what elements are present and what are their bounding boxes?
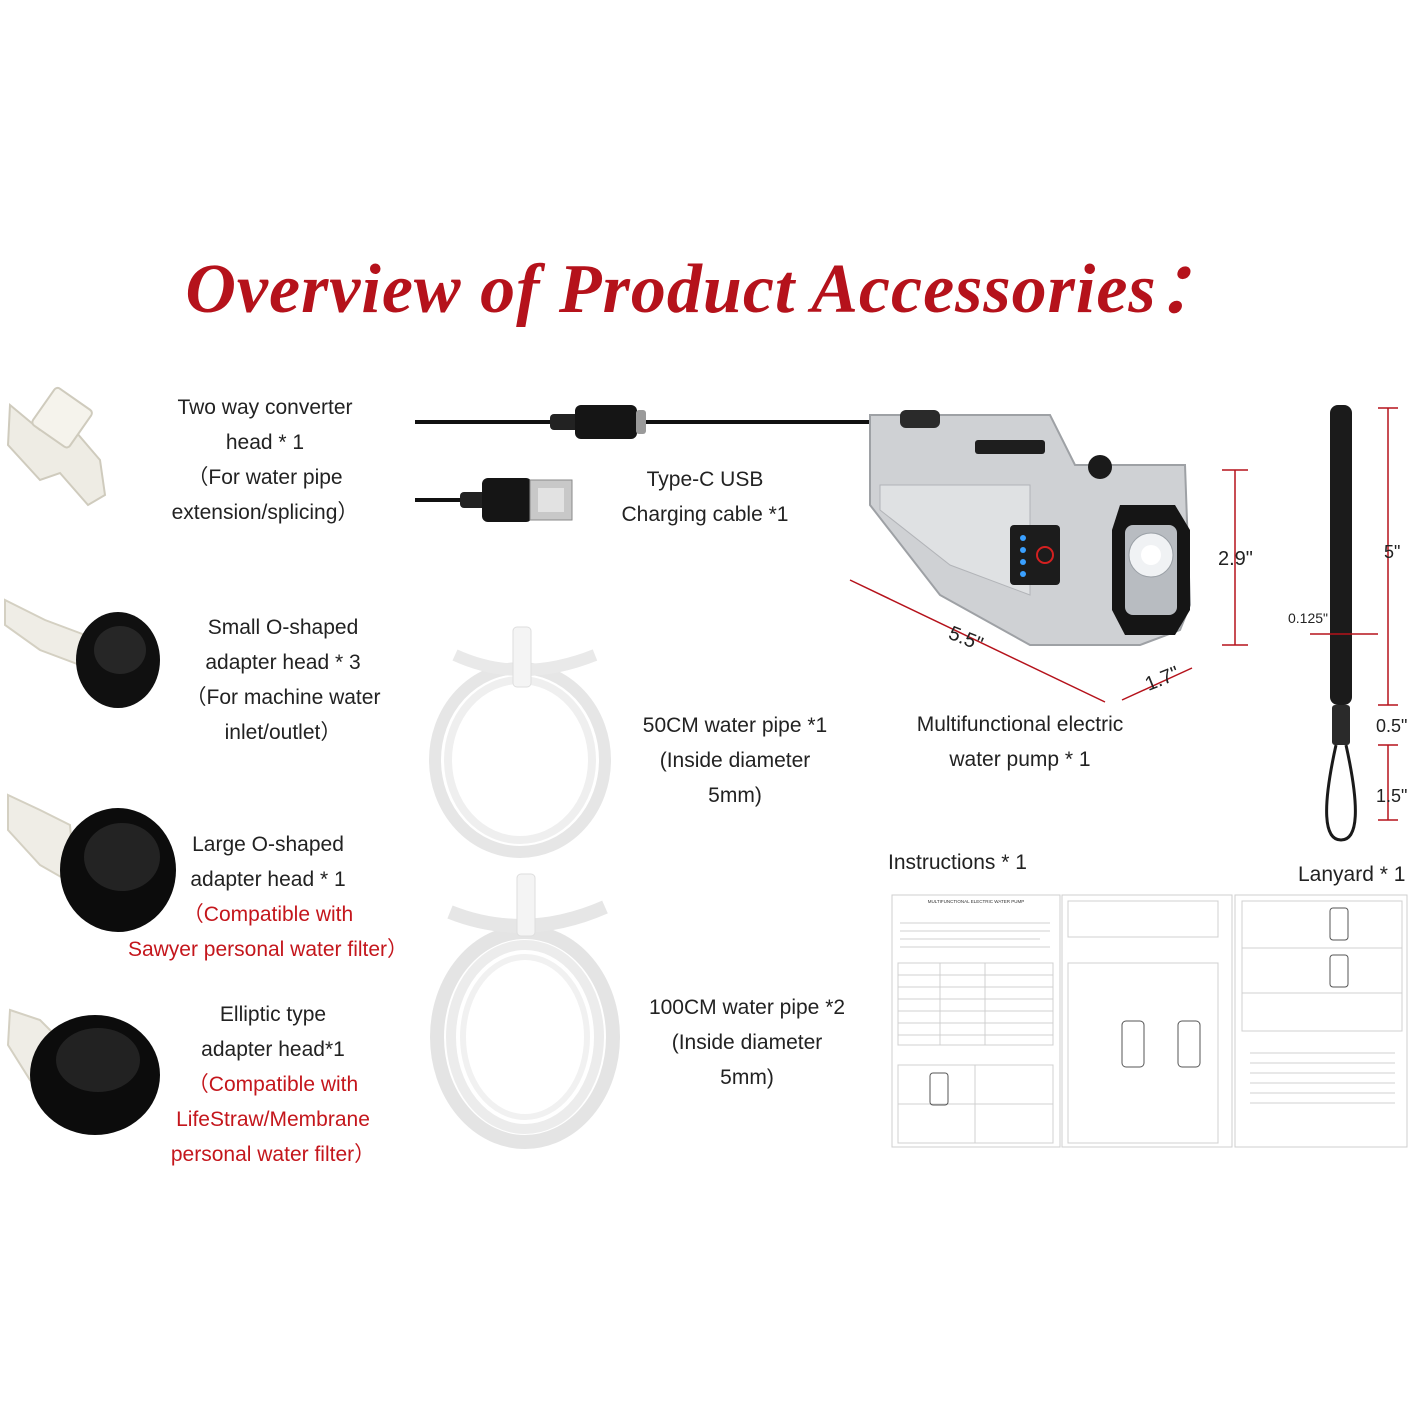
two-way-converter-caption: Two way converter head * 1 （For water pi…: [171, 396, 359, 524]
large-o-adapter-image: [7, 793, 176, 932]
large-o-adapter-caption: Large O-shaped adapter head * 1 （Compati…: [127, 833, 409, 961]
elliptic-adapter-image: [6, 1008, 160, 1135]
pipe-100cm-caption: 100CM water pipe *2 (Inside diameter 5mm…: [648, 996, 846, 1089]
lanyard-length-label: 5": [1384, 542, 1401, 562]
lanyard-image: [1325, 405, 1357, 842]
lanyard-caption: Lanyard * 1: [1298, 863, 1406, 886]
usb-cable-caption: Type-C USB Charging cable *1: [621, 468, 789, 526]
pipe-100cm-image: [430, 873, 620, 1149]
water-pump-caption: Multifunctional electric water pump * 1: [916, 713, 1124, 771]
pipe-50cm-image: [429, 626, 611, 858]
instructions-sheet-image: MULTIFUNCTIONAL ELECTRIC WATER PUMP: [891, 894, 1408, 1148]
instructions-caption: Instructions * 1: [888, 851, 1027, 874]
pump-height-label: 2.9": [1218, 548, 1253, 570]
instructions-doc-title: MULTIFUNCTIONAL ELECTRIC WATER PUMP: [928, 899, 1025, 904]
page-title: Overview of Product Accessories：: [185, 251, 1228, 328]
lanyard-width-label: 0.125": [1288, 610, 1329, 626]
water-pump-image: [869, 410, 1192, 646]
elliptic-adapter-caption: Elliptic type adapter head*1 （Compatible…: [170, 1003, 376, 1166]
pipe-50cm-caption: 50CM water pipe *1 (Inside diameter 5mm): [642, 714, 828, 807]
two-way-converter-image: [6, 386, 107, 507]
small-o-adapter-caption: Small O-shaped adapter head * 3 （For mac…: [185, 616, 381, 744]
small-o-adapter-image: [4, 598, 160, 708]
lanyard-clip-label: 0.5": [1376, 716, 1408, 736]
lanyard-loop-label: 1.5": [1376, 786, 1408, 806]
